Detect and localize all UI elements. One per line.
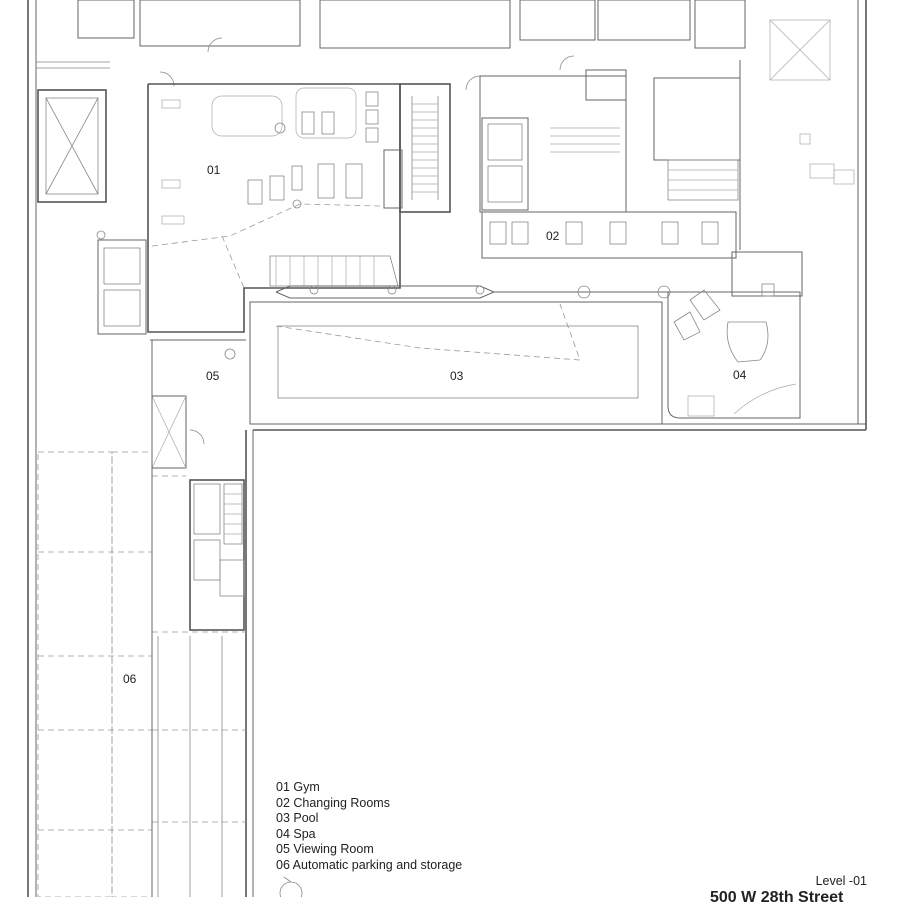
room-label-05: 05: [206, 369, 220, 383]
legend-item: 01 Gym: [276, 780, 320, 794]
stair-core: [383, 83, 451, 213]
pool-area: [249, 255, 671, 425]
spa-room: [667, 251, 803, 419]
viewing-room: [150, 339, 246, 469]
legend-item: 03 Pool: [276, 811, 319, 825]
room-label-06: 06: [123, 672, 137, 686]
room-label-02: 02: [546, 229, 560, 243]
legend-item: 06 Automatic parking and storage: [276, 857, 463, 872]
level-label: Level -01: [815, 874, 867, 888]
storage-cluster: [189, 479, 245, 631]
parking-grid: [37, 340, 246, 897]
room-label-04: 04: [733, 368, 747, 382]
elevator-shaft: [37, 89, 147, 335]
room-legend: 01 Gym 02 Changing Rooms 03 Pool 04 Spa …: [276, 780, 462, 873]
room-label-03: 03: [450, 369, 464, 383]
legend-item: 04 Spa: [276, 826, 316, 841]
room-label-01: 01: [207, 163, 221, 177]
gym-room: [147, 83, 401, 333]
address-label: 500 W 28th Street: [710, 889, 844, 906]
legend-item: 05 Viewing Room: [276, 842, 374, 856]
legend-item: 02 Changing Rooms: [276, 795, 390, 810]
north-arrow-icon: [279, 876, 303, 897]
top-rooms: [36, 0, 746, 91]
right-area: [739, 19, 855, 250]
changing-rooms: [479, 69, 741, 259]
